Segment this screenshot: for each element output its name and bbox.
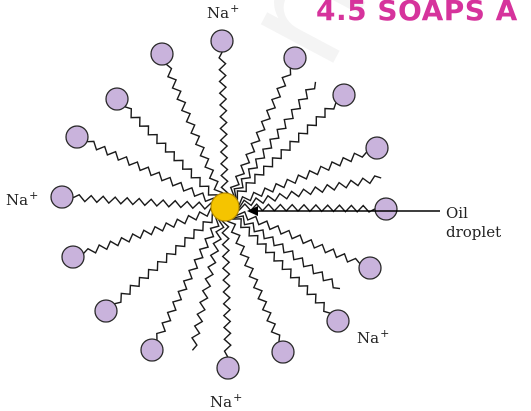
ionic-heads xyxy=(50,29,398,380)
na-ion-label-left: Na+ xyxy=(6,190,38,209)
droplet-pointer xyxy=(247,206,440,216)
na-ion-label-top: Na+ xyxy=(207,3,239,22)
hydrocarbon-tail-12 xyxy=(82,207,218,255)
ionic-head-1 xyxy=(210,29,234,53)
ionic-head-5 xyxy=(374,197,398,221)
ionic-head-11 xyxy=(94,299,118,323)
hydrocarbon-tail-8 xyxy=(226,214,281,342)
hydrocarbon-tail-6 xyxy=(231,209,361,265)
ion-symbol: Na xyxy=(6,191,29,209)
hydrocarbon-tail-4 xyxy=(232,151,368,206)
oil-droplet-label: Oil droplet xyxy=(446,204,501,242)
ionic-head-13 xyxy=(50,185,74,209)
na-ion-label-bottom: Na+ xyxy=(210,392,242,411)
hydrocarbon-tail-13 xyxy=(72,193,218,211)
hydrocarbon-tail-11 xyxy=(114,211,220,305)
hydrocarbon-tail-14 xyxy=(86,140,219,205)
oil-droplet-label-line-2: droplet xyxy=(446,223,502,241)
oil-droplet-label-line-1: Oil xyxy=(446,204,468,222)
hydrocarbon-tail-19 xyxy=(230,211,341,290)
ion-symbol: Na xyxy=(210,393,233,411)
ionic-head-7 xyxy=(326,309,350,333)
ionic-head-8 xyxy=(271,340,295,364)
ionic-head-9 xyxy=(216,356,240,380)
ionic-head-6 xyxy=(358,256,382,280)
ionic-head-15 xyxy=(105,87,129,111)
ion-symbol: Na xyxy=(357,329,380,347)
hydrocarbon-tail-18 xyxy=(232,175,382,209)
hydrocarbon-tail-5 xyxy=(232,202,376,213)
ionic-head-2 xyxy=(283,46,307,70)
ionic-head-10 xyxy=(140,338,164,362)
hydrocarbon-tail-15 xyxy=(124,106,220,202)
hydrocarbon-tail-10 xyxy=(156,213,222,341)
ion-symbol: Na xyxy=(207,4,230,22)
hydrocarbon-tail-17 xyxy=(229,81,317,202)
hydrocarbon-tail-1 xyxy=(218,51,229,200)
ionic-head-4 xyxy=(365,136,389,160)
hydrocarbon-tail-16 xyxy=(165,63,224,200)
hydrocarbon-tail-3 xyxy=(230,102,337,203)
ion-charge: + xyxy=(230,2,240,15)
hydrocarbon-tail-7 xyxy=(229,212,331,314)
na-ion-label-lower-right: Na+ xyxy=(357,328,389,347)
section-heading: 4.5 SOAPS A xyxy=(316,0,518,27)
ion-charge: + xyxy=(29,189,39,202)
ionic-head-3 xyxy=(332,83,356,107)
hydrocarbon-tail-20 xyxy=(191,214,225,351)
ionic-head-12 xyxy=(61,245,85,269)
ion-charge: + xyxy=(233,391,243,404)
ionic-head-16 xyxy=(150,42,174,66)
hydrocarbon-tails xyxy=(72,51,382,358)
oil-droplet xyxy=(210,192,240,222)
ion-charge: + xyxy=(380,327,390,340)
ionic-head-14 xyxy=(65,125,89,149)
hydrocarbon-tail-9 xyxy=(221,214,232,358)
pointer-arrowhead xyxy=(247,206,258,216)
hydrocarbon-tail-2 xyxy=(227,67,292,201)
